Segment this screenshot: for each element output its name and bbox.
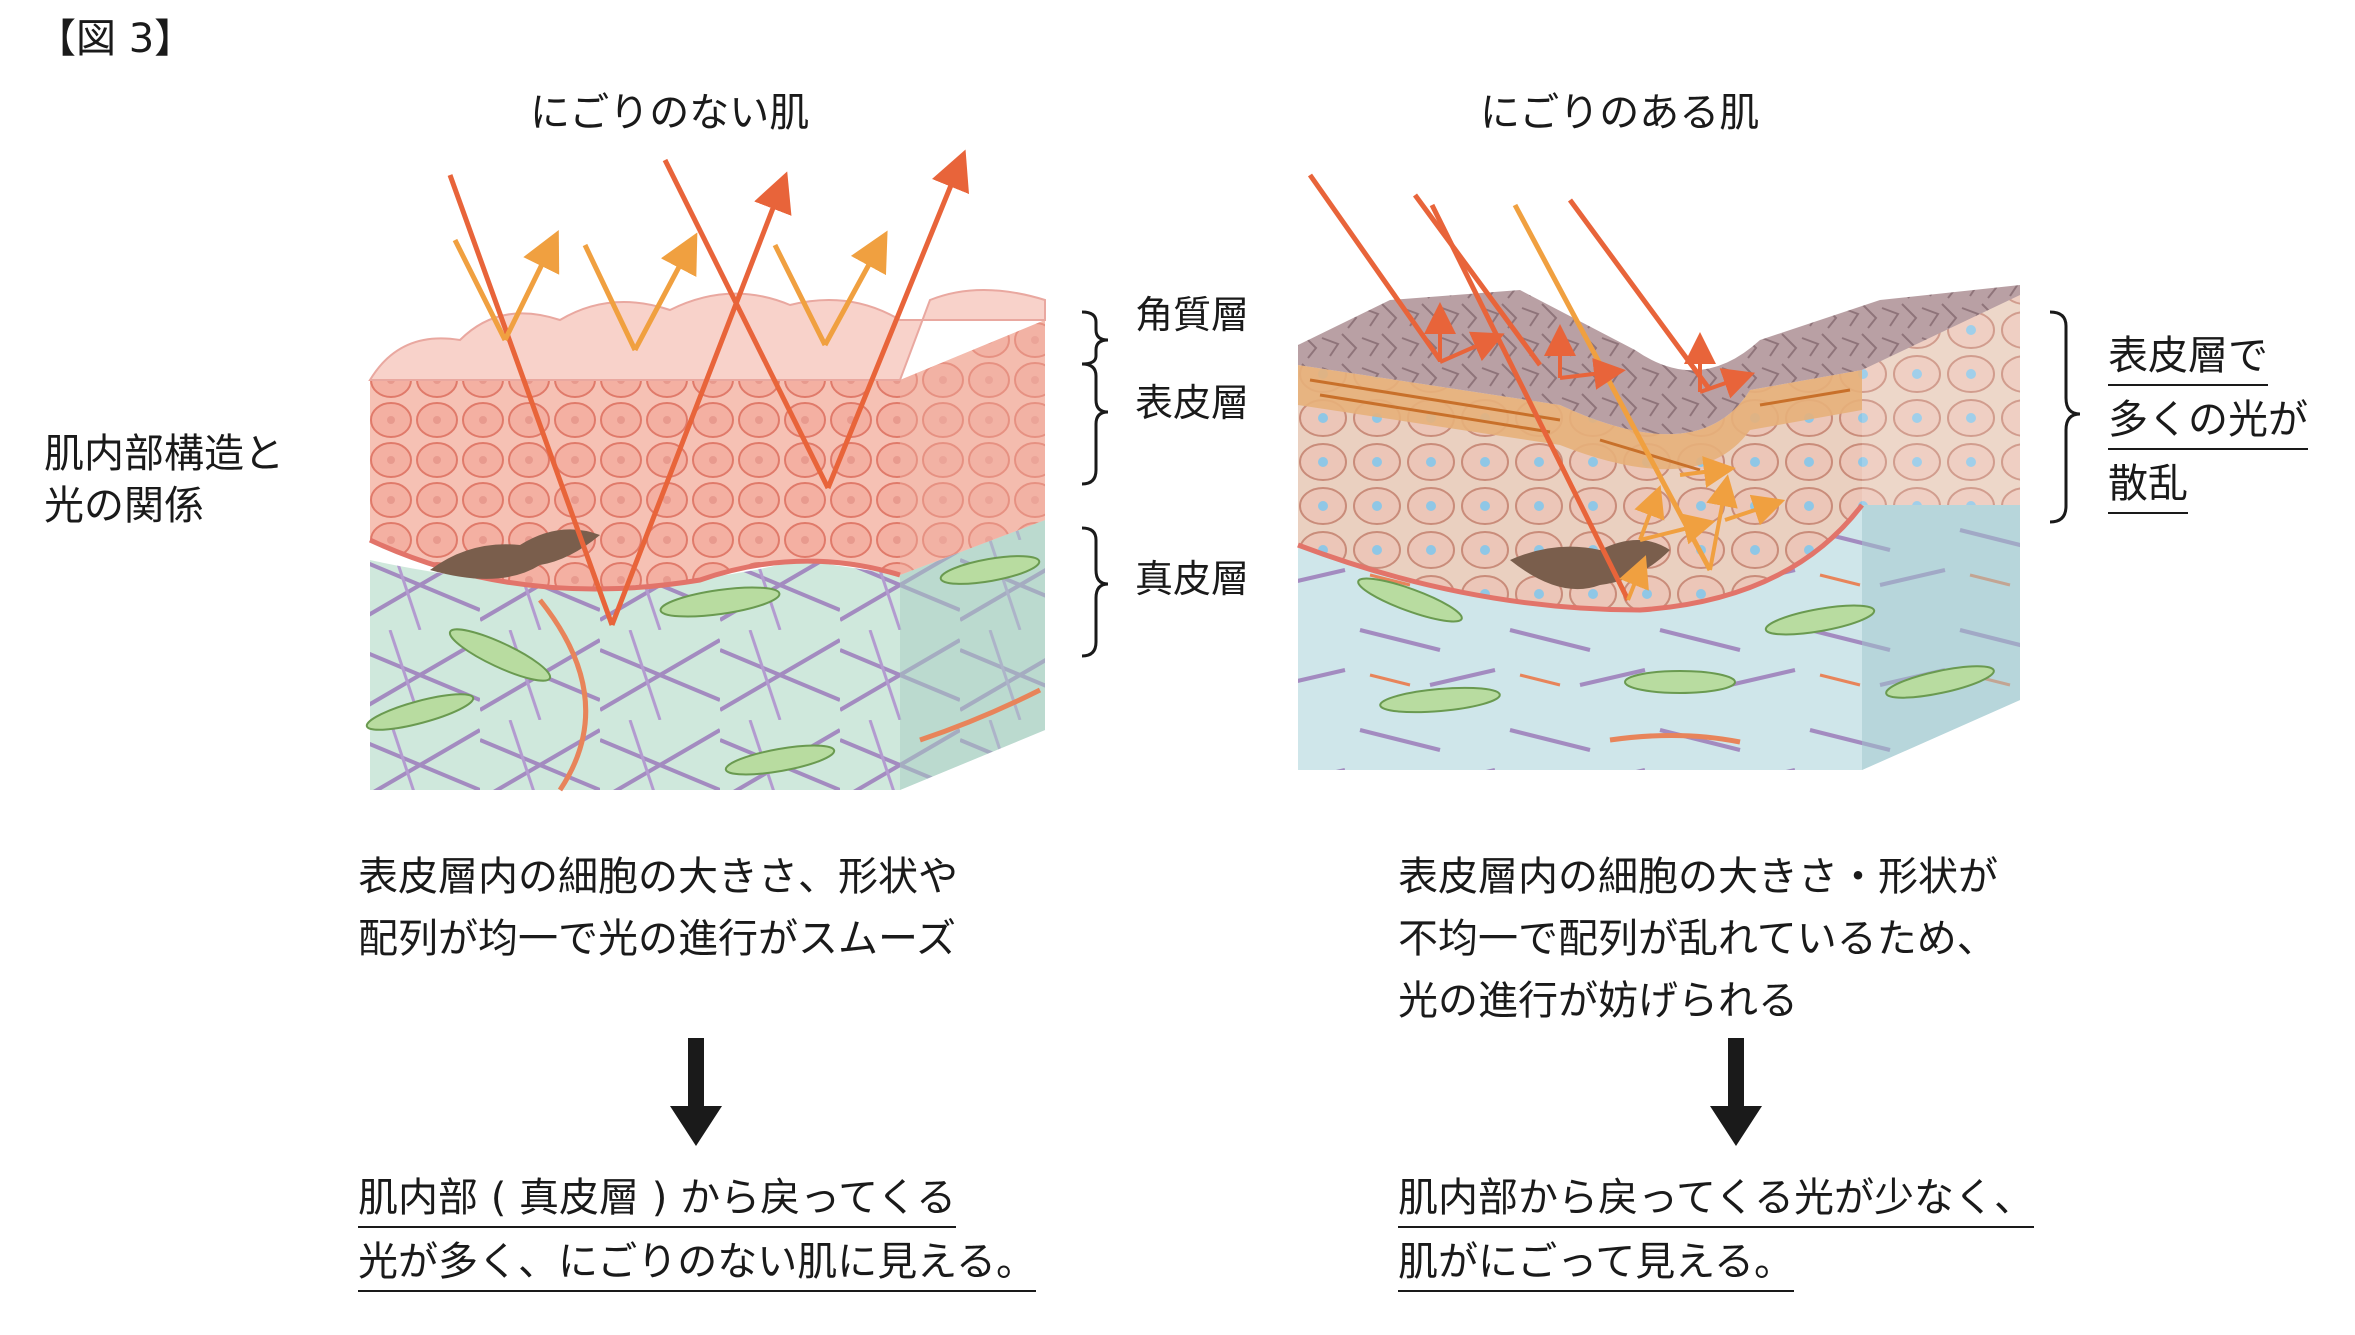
side-label: 肌内部構造と 光の関係 bbox=[44, 428, 284, 532]
left-conclusion-line: 肌内部 ( 真皮層 ) から戻ってくる bbox=[358, 1172, 957, 1228]
right-conclusion: 肌内部から戻ってくる光が少なく、 肌がにごって見える。 bbox=[1398, 1172, 2034, 1300]
layer-braces bbox=[1081, 310, 2081, 658]
scatter-note-line: 表皮層で bbox=[2108, 330, 2268, 386]
layer-label-dermis: 真皮層 bbox=[1135, 557, 1250, 601]
layer-label-epidermis: 表皮層 bbox=[1135, 381, 1250, 425]
right-light-rays bbox=[1307, 173, 1786, 602]
left-conclusion-line: 光が多く、にごりのない肌に見える。 bbox=[358, 1236, 1036, 1292]
right-description-line: 表皮層内の細胞の大きさ・形状が bbox=[1398, 854, 1998, 900]
layer-label-corneum: 角質層 bbox=[1135, 293, 1250, 337]
left-description: 表皮層内の細胞の大きさ、形状や 配列が均一で光の進行がスムーズ bbox=[358, 846, 958, 970]
left-description-line: 配列が均一で光の進行がスムーズ bbox=[358, 916, 956, 962]
left-light-rays bbox=[447, 149, 970, 626]
scatter-note: 表皮層で 多くの光が 散乱 bbox=[2108, 330, 2308, 522]
scatter-note-line: 散乱 bbox=[2108, 458, 2188, 514]
right-description-line: 光の進行が妨げられる bbox=[1398, 978, 1798, 1024]
left-panel-title: にごりのない肌 bbox=[530, 90, 810, 136]
side-label-line: 光の関係 bbox=[44, 483, 204, 529]
right-skin-block bbox=[1297, 285, 2020, 770]
left-skin-block bbox=[365, 289, 1046, 792]
left-conclusion: 肌内部 ( 真皮層 ) から戻ってくる 光が多く、にごりのない肌に見える。 bbox=[358, 1172, 1036, 1300]
right-down-arrow bbox=[1710, 1038, 1762, 1146]
scatter-note-line: 多くの光が bbox=[2108, 394, 2308, 450]
right-panel-title: にごりのある肌 bbox=[1480, 90, 1760, 136]
right-description: 表皮層内の細胞の大きさ・形状が 不均一で配列が乱れているため、 光の進行が妨げら… bbox=[1398, 846, 1998, 1032]
right-conclusion-line: 肌内部から戻ってくる光が少なく、 bbox=[1398, 1172, 2034, 1228]
figure-label: 【図 3】 bbox=[36, 16, 195, 62]
left-description-line: 表皮層内の細胞の大きさ、形状や bbox=[358, 854, 958, 900]
right-description-line: 不均一で配列が乱れているため、 bbox=[1398, 916, 1997, 962]
left-down-arrow bbox=[670, 1038, 722, 1146]
right-conclusion-line: 肌がにごって見える。 bbox=[1398, 1236, 1794, 1292]
side-label-line: 肌内部構造と bbox=[44, 431, 284, 477]
